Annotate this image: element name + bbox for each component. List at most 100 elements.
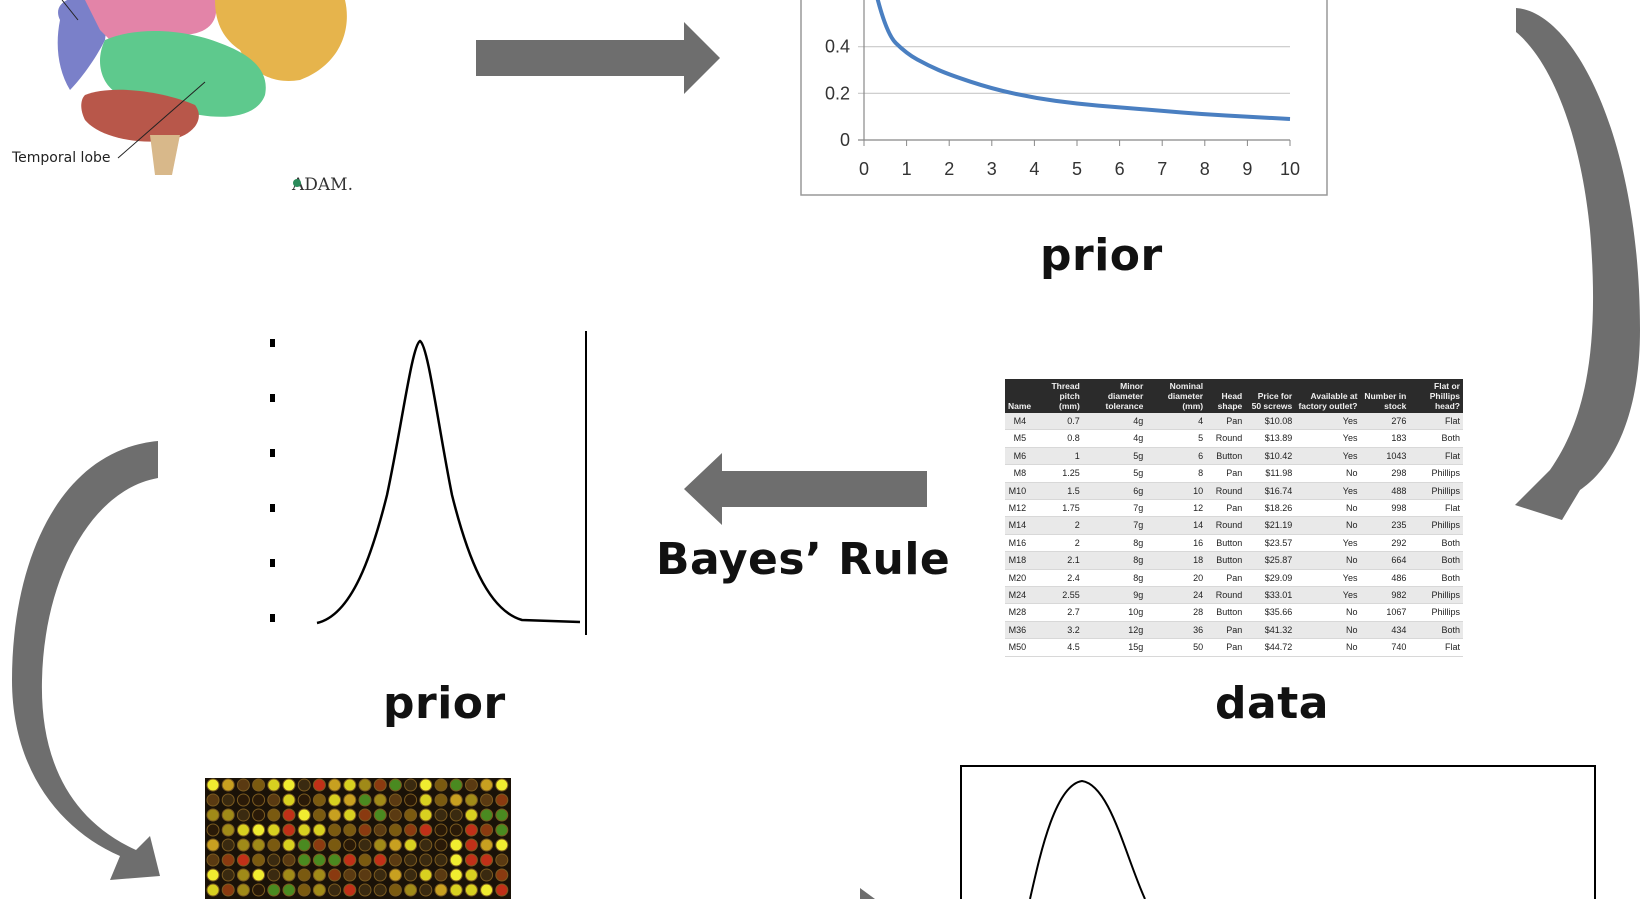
table-cell: Flat [1409,447,1463,466]
microarray-spot [495,793,509,807]
posterior-bell-curve [960,765,1596,899]
table-cell: 8 [1146,464,1207,483]
microarray-spot [495,823,509,837]
microarray-spot [236,838,250,852]
table-cell: M24 [1005,586,1035,605]
table-cell: Button [1206,447,1246,466]
table-cell: $21.19 [1245,516,1296,535]
microarray-spot [388,808,402,822]
table-cell: 4g [1082,413,1147,431]
table-cell: 1043 [1360,447,1410,466]
table-cell: No [1295,551,1361,570]
microarray-spot [358,853,372,867]
table-header-cell: Minor diameter tolerance [1082,379,1147,413]
table-cell: $16.74 [1245,482,1296,501]
table-cell: 982 [1360,586,1410,605]
microarray-spot [236,823,250,837]
microarray-spot [373,778,387,792]
table-cell: M36 [1005,621,1035,640]
microarray-spot [343,793,357,807]
microarray-spot [434,808,448,822]
microarray-spot [495,838,509,852]
table-cell: $25.87 [1245,551,1296,570]
table-cell: M5 [1005,429,1035,448]
table-cell: 740 [1360,638,1410,657]
x-tick-label: 6 [1115,159,1125,179]
microarray-spot [464,883,478,897]
table-cell: Both [1409,534,1463,553]
table-header-cell: Number in stock [1360,379,1410,413]
microarray-spot [373,883,387,897]
microarray-spot [328,838,342,852]
table-cell: 2 [1034,534,1083,553]
microarray-spot [419,853,433,867]
microarray-spot [328,853,342,867]
microarray-spot [358,868,372,882]
microarray-spot [480,778,494,792]
table-cell: Both [1409,429,1463,448]
table-cell: 292 [1360,534,1410,553]
microarray-spot [312,838,326,852]
arrow-left-middle [684,453,927,525]
microarray-spot [388,778,402,792]
table-cell: Yes [1295,534,1361,553]
microarray-spot [449,838,463,852]
microarray-spot [267,778,281,792]
table-cell: M10 [1005,482,1035,501]
tick-mark [270,339,275,347]
microarray-spot [267,823,281,837]
table-cell: 20 [1146,569,1207,588]
microarray-spot [419,823,433,837]
microarray-spot [328,808,342,822]
table-cell: M16 [1005,534,1035,553]
y-axis-tick-marks [270,339,275,622]
microarray-spot [267,808,281,822]
table-cell: 8g [1082,569,1147,588]
table-cell: Flat [1409,413,1463,431]
microarray-spot [328,793,342,807]
microarray-spot [480,808,494,822]
microarray-spot [404,808,418,822]
x-tick-label: 7 [1157,159,1167,179]
microarray-spot [206,793,220,807]
table-cell: 8g [1082,551,1147,570]
microarray-spot [221,778,235,792]
y-tick-label: 0.4 [825,37,850,57]
arrow-right-top [476,22,720,94]
microarray-spot [312,853,326,867]
microarray-spot [297,823,311,837]
microarray-spot [221,808,235,822]
x-tick-label: 10 [1280,159,1300,179]
table-cell: M28 [1005,603,1035,622]
microarray-spot [312,778,326,792]
table-header-cell: Available at factory outlet? [1295,379,1361,413]
prior-bell-curve [270,331,587,635]
adam-logo: ADAM. [291,175,353,195]
microarray-spot [388,793,402,807]
table-cell: Phillips [1409,516,1463,535]
microarray-spot [373,838,387,852]
microarray-spot [282,793,296,807]
microarray-spot [449,793,463,807]
microarray-spot [464,868,478,882]
microarray-spot [282,778,296,792]
table-cell: 5g [1082,464,1147,483]
microarray-spot [434,868,448,882]
x-tick-label: 8 [1200,159,1210,179]
tick-mark [270,504,275,512]
microarray-spot [373,793,387,807]
annotation-line-top [61,0,79,21]
microarray-spot [297,793,311,807]
table-cell: 3.2 [1034,621,1083,640]
microarray-spot [434,883,448,897]
table-cell: $33.01 [1245,586,1296,605]
microarray-spot [252,838,266,852]
y-tick-label: 0.2 [825,83,850,103]
brain-illustration: Temporal lobe ADAM. [11,0,353,195]
microarray-spot [221,793,235,807]
x-tick-label: 3 [987,159,997,179]
table-cell: 2 [1034,516,1083,535]
